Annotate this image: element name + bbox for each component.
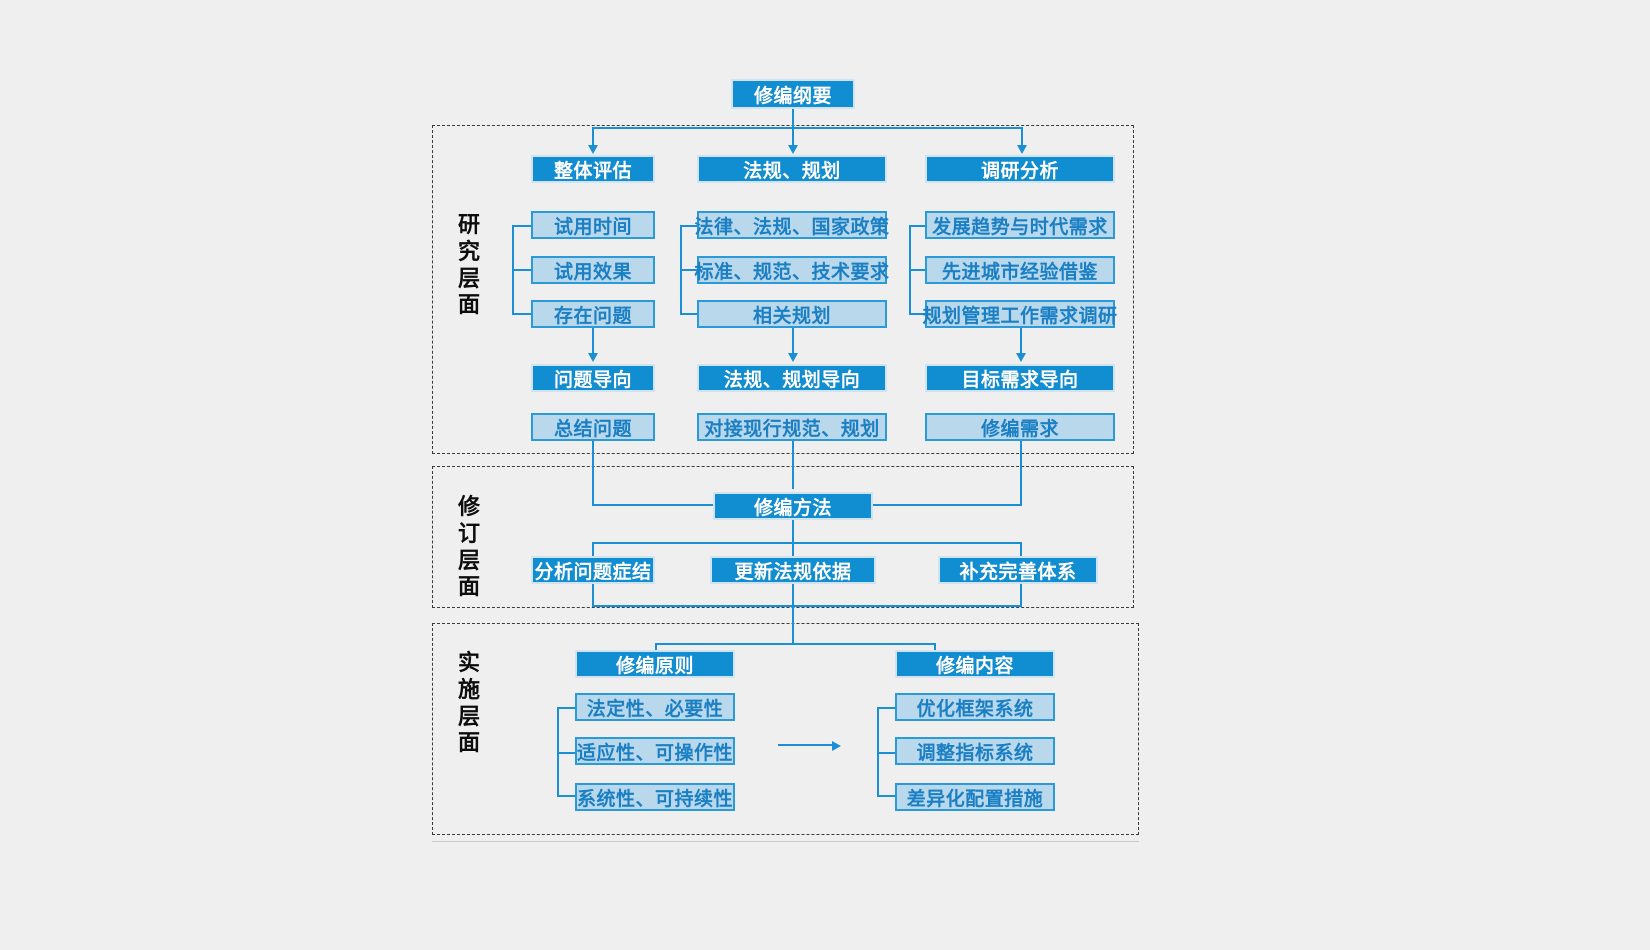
panel-revision bbox=[432, 466, 1134, 608]
arrow-col2-to-orientation bbox=[788, 353, 798, 362]
connector-method-to-item2 bbox=[1020, 542, 1022, 556]
connector-rev-item1-down bbox=[792, 584, 794, 644]
connector-root-to-col1 bbox=[592, 127, 594, 146]
node-research-col2-orientation[interactable]: 法规、规划导向 bbox=[697, 364, 887, 392]
node-research-col1-item-2[interactable]: 存在问题 bbox=[531, 300, 655, 328]
node-research-col1-item-0[interactable]: 试用时间 bbox=[531, 211, 655, 239]
baseline-rule bbox=[432, 841, 1139, 842]
connector-root-to-col3 bbox=[1021, 127, 1023, 146]
node-research-col3-item-0[interactable]: 发展趋势与时代需求 bbox=[925, 211, 1115, 239]
node-impl-group1-head[interactable]: 修编内容 bbox=[895, 650, 1055, 678]
node-research-col1-orientation[interactable]: 问题导向 bbox=[531, 364, 655, 392]
arrow-root-to-col2 bbox=[788, 145, 798, 154]
node-research-col2-item-1[interactable]: 标准、规范、技术要求 bbox=[695, 256, 889, 284]
arrow-impl-cross bbox=[832, 741, 841, 751]
node-research-col2-item-0[interactable]: 法律、法规、国家政策 bbox=[695, 211, 889, 239]
connector-rev-item2-down bbox=[1020, 584, 1022, 606]
panel-research-label: 研究层面 bbox=[457, 212, 480, 318]
arrow-root-to-col3 bbox=[1017, 145, 1027, 154]
bracket-research-col2 bbox=[680, 225, 699, 315]
panel-implementation-label: 实施层面 bbox=[457, 650, 480, 756]
node-impl-group1-item-2[interactable]: 差异化配置措施 bbox=[895, 783, 1055, 811]
connector-impl-cross bbox=[778, 744, 833, 746]
node-research-col3-head[interactable]: 调研分析 bbox=[925, 155, 1115, 183]
node-revision-item-1[interactable]: 更新法规依据 bbox=[710, 556, 876, 584]
node-research-col2-item-2[interactable]: 相关规划 bbox=[697, 300, 887, 328]
panel-implementation bbox=[432, 623, 1139, 835]
connector-root-down bbox=[792, 109, 794, 128]
node-impl-group0-item-1[interactable]: 适应性、可操作性 bbox=[575, 737, 735, 765]
node-revision-item-0[interactable]: 分析问题症结 bbox=[531, 556, 655, 584]
connector-rev-item0-down bbox=[592, 584, 594, 606]
node-research-col2-head[interactable]: 法规、规划 bbox=[697, 155, 887, 183]
node-revision-head[interactable]: 修编方法 bbox=[713, 492, 873, 520]
bracket-research-col1 bbox=[512, 225, 533, 315]
connector-method-spread bbox=[592, 542, 1022, 544]
connector-result3-down bbox=[1020, 441, 1022, 505]
connector-col3-to-orientation bbox=[1020, 328, 1022, 354]
connector-impl-spread bbox=[655, 643, 935, 645]
node-research-col3-orientation[interactable]: 目标需求导向 bbox=[925, 364, 1115, 392]
node-impl-group1-item-1[interactable]: 调整指标系统 bbox=[895, 737, 1055, 765]
panel-research bbox=[432, 125, 1134, 454]
arrow-root-to-col1 bbox=[588, 145, 598, 154]
node-research-col3-item-2[interactable]: 规划管理工作需求调研 bbox=[923, 300, 1117, 328]
node-root[interactable]: 修编纲要 bbox=[731, 79, 855, 109]
connector-col2-to-orientation bbox=[792, 328, 794, 354]
connector-rev-merge bbox=[592, 605, 1022, 607]
bracket-impl-group0 bbox=[557, 707, 576, 797]
panel-revision-label: 修订层面 bbox=[457, 494, 480, 600]
node-research-col1-head[interactable]: 整体评估 bbox=[531, 155, 655, 183]
node-research-col3-result[interactable]: 修编需求 bbox=[925, 413, 1115, 441]
node-revision-item-2[interactable]: 补充完善体系 bbox=[938, 556, 1098, 584]
node-impl-group0-item-2[interactable]: 系统性、可持续性 bbox=[575, 783, 735, 811]
arrow-col1-to-orientation bbox=[588, 353, 598, 362]
node-research-col2-result[interactable]: 对接现行规范、规划 bbox=[697, 413, 887, 441]
connector-result2-down bbox=[792, 441, 794, 489]
node-impl-group1-item-0[interactable]: 优化框架系统 bbox=[895, 693, 1055, 721]
bracket-impl-group1 bbox=[877, 707, 896, 797]
bracket-research-col3 bbox=[909, 225, 928, 315]
node-impl-group0-item-0[interactable]: 法定性、必要性 bbox=[575, 693, 735, 721]
node-impl-group0-head[interactable]: 修编原则 bbox=[575, 650, 735, 678]
connector-root-to-col2 bbox=[792, 127, 794, 146]
connector-method-to-item0 bbox=[592, 542, 594, 556]
connector-result1-down bbox=[592, 441, 594, 505]
connector-col1-to-orientation bbox=[592, 328, 594, 354]
node-research-col1-result[interactable]: 总结问题 bbox=[531, 413, 655, 441]
connector-method-down bbox=[792, 520, 794, 556]
connector-root-spread bbox=[592, 127, 1022, 129]
arrow-col3-to-orientation bbox=[1016, 353, 1026, 362]
node-research-col1-item-1[interactable]: 试用效果 bbox=[531, 256, 655, 284]
node-research-col3-item-1[interactable]: 先进城市经验借鉴 bbox=[925, 256, 1115, 284]
